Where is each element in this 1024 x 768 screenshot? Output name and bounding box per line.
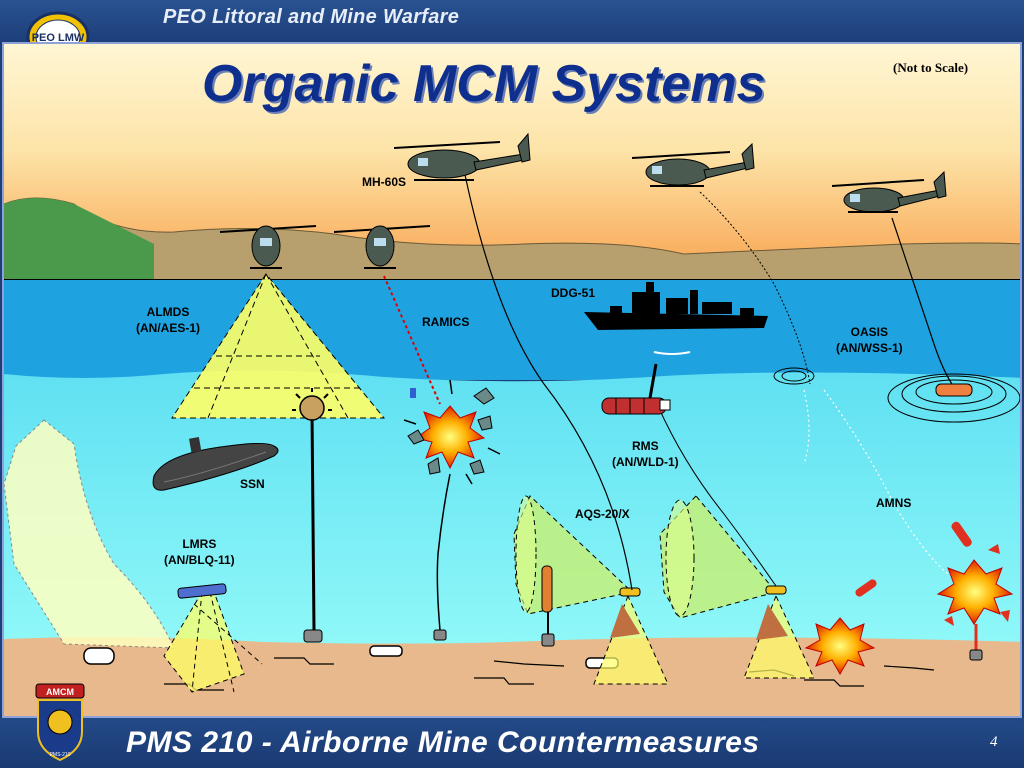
label-ramics: RAMICS [422,315,470,329]
footer-bar: PMS 210 - Airborne Mine Countermeasures … [0,718,1024,768]
oasis-ripples [773,367,1020,423]
tow-line-aqs20-left [463,169,633,591]
almds-laser-cone [171,273,386,419]
ramics-laser-line [383,275,441,405]
rms-vehicle [601,351,691,415]
amns-search-path [803,389,949,575]
label-almds-designation: (AN/AES-1) [136,321,201,335]
label-rms-designation: (AN/WLD-1) [612,455,679,469]
aqs20-sonar-left [513,495,669,685]
label-almds: ALMDS (AN/AES-1) [136,304,200,336]
footer-title: PMS 210 - Airborne Mine Countermeasures [126,726,760,759]
slide-title: Organic MCM Systems [202,55,766,113]
ramics-anchor [433,629,447,641]
ramics-mine-tether [436,473,451,631]
slide-frame [2,42,1022,718]
lmrs-vehicle [177,583,227,599]
helicopter-front-1 [219,225,317,269]
scale-note: (Not to Scale) [893,60,969,75]
mh60s-helicopter-1 [393,132,531,181]
ssn-submarine [152,437,279,491]
lmrs-sonar-fan [4,419,175,649]
label-ssn: SSN [240,477,265,491]
label-rms-name: RMS [631,439,659,453]
header-title: PEO Littoral and Mine Warfare [163,6,460,28]
label-aqs20x: AQS-20/X [575,507,630,521]
ramics-explosion [403,379,501,485]
aqs20-sonar-right [659,495,815,679]
badge-subtext: PMS-210 [50,752,71,758]
label-oasis-designation: (AN/WSS-1) [836,341,903,355]
hill [4,198,154,280]
label-oasis-name: OASIS [850,325,888,339]
label-oasis: OASIS (AN/WSS-1) [836,324,903,356]
scene [4,44,1020,716]
thermocline [4,370,1020,644]
tow-line-rms [657,405,777,587]
label-mh60s: MH-60S [362,175,407,189]
oasis-tow-body [935,383,973,397]
tethered-mine [292,388,332,643]
logo-text: PEO LMW [32,32,85,44]
amcm-badge: AMCM PMS-210 [35,683,85,762]
label-lmrs: LMRS (AN/BLQ-11) [164,536,235,568]
label-lmrs-designation: (AN/BLQ-11) [164,553,235,567]
amns-explosion-left [804,579,877,676]
badge-text: AMCM [46,687,74,697]
ddg51-ship [584,282,768,330]
label-almds-name: ALMDS [146,305,190,319]
header-bar: PEO LMW PEO Littoral and Mine Warfare [0,0,1024,63]
label-amns: AMNS [876,496,912,510]
amns-dotted-line [699,191,811,385]
sea-surface [4,280,1020,380]
helicopter-front-2 [333,225,431,269]
amns-explosion-right [936,521,1014,661]
label-rms: RMS (AN/WLD-1) [612,438,679,470]
label-ddg51: DDG-51 [551,286,596,300]
slide-number: 4 [990,734,998,750]
mh60s-helicopter-3 [831,170,947,213]
label-lmrs-name: LMRS [182,537,217,551]
mh60s-helicopter-2 [631,142,755,187]
